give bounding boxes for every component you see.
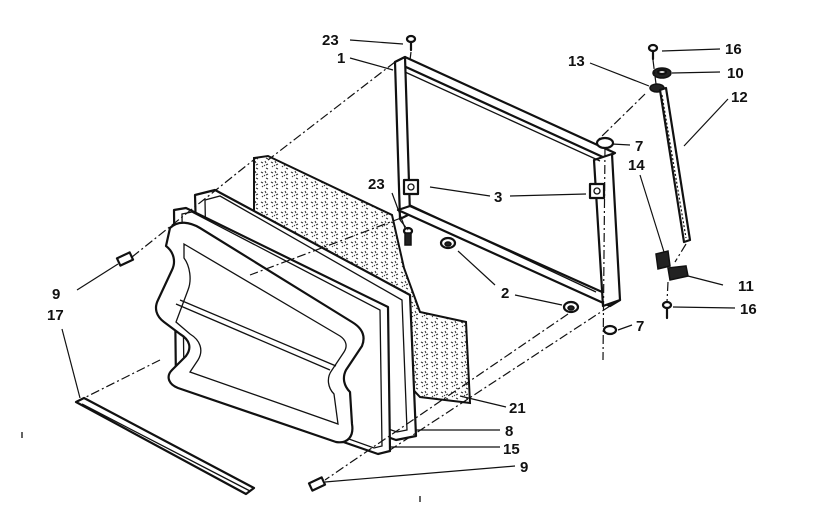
hinge-cap-7-bottom <box>602 324 618 336</box>
callout-8: 8 <box>505 423 513 440</box>
callout-16-bottom: 16 <box>740 301 757 318</box>
screw-9-upper <box>115 251 135 267</box>
leader-lines <box>61 39 736 483</box>
callout-1: 1 <box>337 50 345 67</box>
screw-16-bottom <box>661 300 673 320</box>
door-frame <box>393 55 622 308</box>
screw-9-lower <box>307 476 327 492</box>
callout-13: 13 <box>568 53 585 70</box>
door-stop-upper <box>439 236 457 250</box>
hinge-rod-12 <box>658 86 692 244</box>
hinge-bracket-left <box>402 178 420 196</box>
callout-14: 14 <box>628 157 645 174</box>
callout-12: 12 <box>731 89 748 106</box>
callout-10: 10 <box>727 65 744 82</box>
screw-23-top <box>405 34 417 52</box>
spacer-10 <box>652 67 672 79</box>
door-liner <box>154 221 365 444</box>
callout-3: 3 <box>494 189 502 206</box>
screw-23-lower <box>402 226 414 246</box>
callout-21: 21 <box>509 400 526 417</box>
hinge-cap-7-top <box>595 136 615 150</box>
callout-7-top: 7 <box>635 138 643 155</box>
callout-17: 17 <box>47 307 64 324</box>
callout-15: 15 <box>503 441 520 458</box>
callout-7-bottom: 7 <box>636 318 644 335</box>
callout-16-top: 16 <box>725 41 742 58</box>
callout-11: 11 <box>738 278 754 295</box>
callout-labels: 23 1 13 16 10 12 7 14 23 3 2 11 16 7 9 1… <box>47 32 757 476</box>
door-stop-lower <box>562 300 580 314</box>
alignment-lines <box>79 51 687 481</box>
hinge-bracket-right <box>588 182 606 200</box>
screw-16-top <box>647 43 659 61</box>
hinge-washer-14 <box>655 250 671 270</box>
callout-23-lower: 23 <box>368 176 385 193</box>
callout-9-lower: 9 <box>520 459 528 476</box>
callout-9-upper: 9 <box>52 286 60 303</box>
callout-23-top: 23 <box>322 32 339 49</box>
callout-2: 2 <box>501 285 509 302</box>
hinge-bracket-11 <box>667 265 689 281</box>
door-trim-strip <box>74 396 256 496</box>
